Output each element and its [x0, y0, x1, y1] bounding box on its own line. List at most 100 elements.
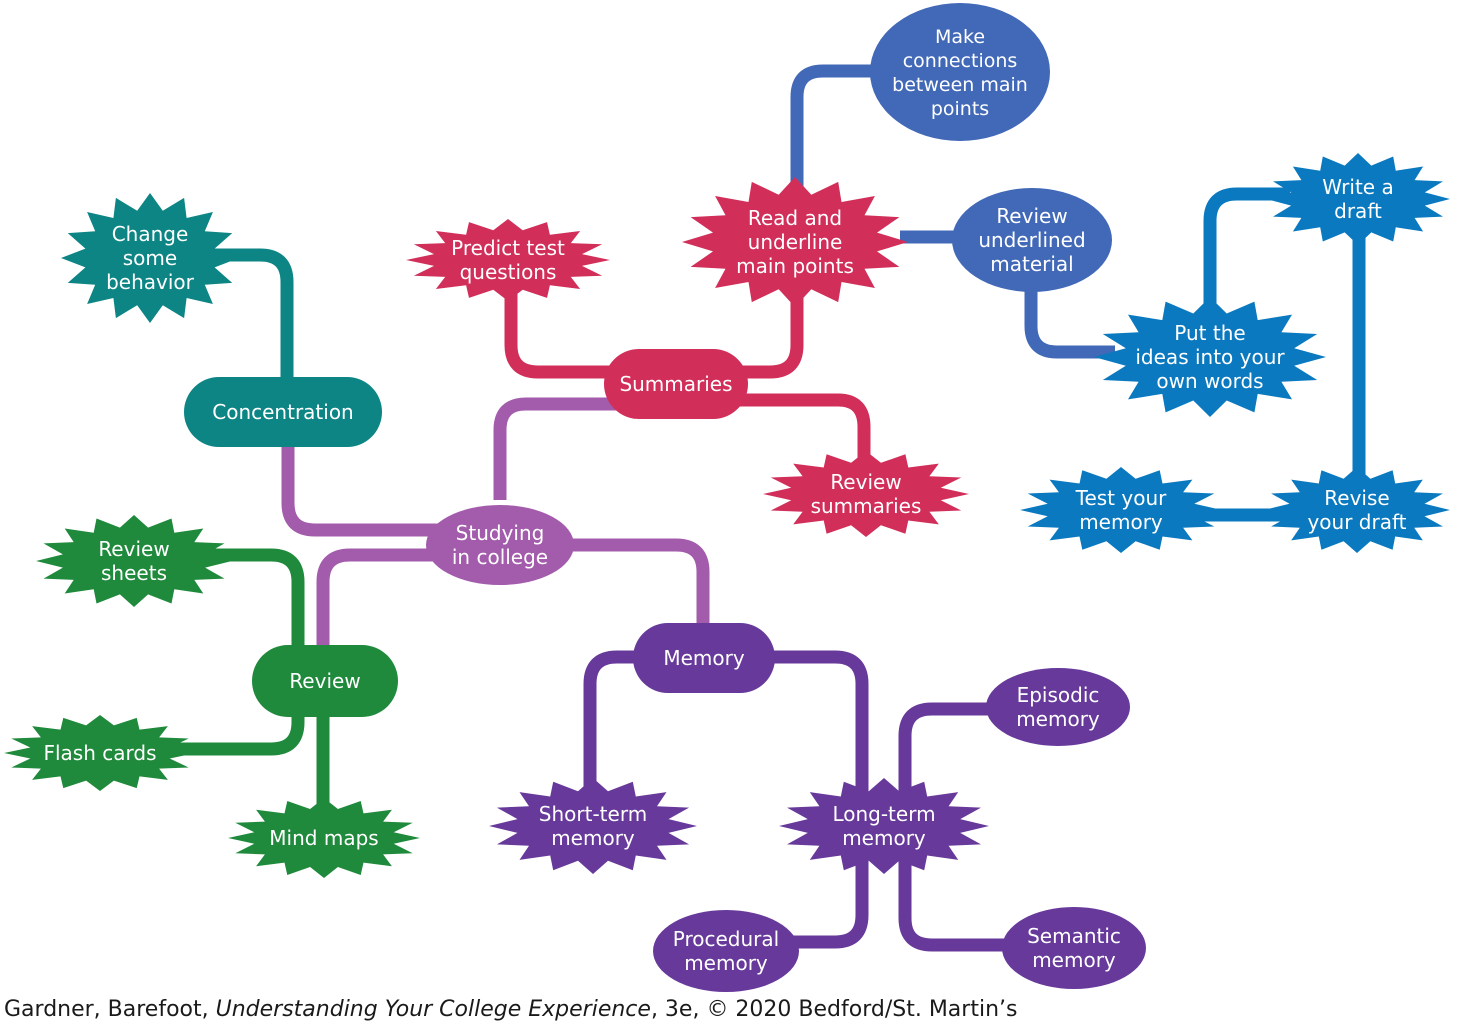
connector-review-underlined-to-put-ideas	[1024, 288, 1115, 359]
node-label-put-ideas-line-1: Put the	[1174, 321, 1245, 345]
node-flash-cards: Flash cards	[4, 715, 196, 791]
node-shape-procedural	[653, 910, 799, 992]
node-shape-summaries	[604, 349, 748, 419]
node-label-put-ideas-line-2: ideas into your	[1135, 345, 1285, 369]
node-shape-make-connections	[870, 3, 1050, 141]
node-shape-semantic	[1002, 907, 1146, 989]
node-label-studying-line-1: Studying	[456, 521, 545, 545]
node-review: Review	[252, 645, 398, 717]
credit-authors: Gardner, Barefoot,	[4, 997, 216, 1022]
node-memory: Memory	[633, 623, 775, 693]
node-mind-maps: Mind maps	[228, 798, 420, 878]
node-label-review-line-1: Review	[289, 669, 360, 693]
node-label-read-line-1: Read and	[748, 206, 842, 230]
credit-line: Gardner, Barefoot, Understanding Your Co…	[4, 997, 1017, 1022]
node-shape-episodic	[986, 668, 1130, 746]
node-label-short-term-line-2: memory	[551, 826, 635, 850]
node-shape-write-draft	[1266, 153, 1450, 245]
node-label-change-behavior-line-1: Change	[112, 222, 189, 246]
node-label-review-underlined-line-2: underlined	[978, 228, 1085, 252]
node-shape-short-term	[489, 778, 697, 874]
node-label-predict-line-2: questions	[460, 260, 557, 284]
node-label-semantic-line-2: memory	[1032, 948, 1116, 972]
node-shape-long-term	[779, 778, 989, 874]
node-shape-change-behavior	[61, 193, 239, 323]
node-label-review-summaries-line-2: summaries	[811, 494, 922, 518]
node-label-make-connections-line-3: between main	[892, 74, 1028, 96]
node-shape-review-underlined	[952, 188, 1112, 292]
connector-summaries-to-review-summaries	[738, 393, 871, 470]
node-label-episodic-line-1: Episodic	[1017, 683, 1100, 707]
node-label-episodic-line-2: memory	[1016, 707, 1100, 731]
node-shape-put-ideas	[1094, 297, 1326, 417]
credit-book-title: Understanding Your College Experience	[215, 997, 651, 1022]
node-label-revise-draft-line-1: Revise	[1324, 486, 1389, 510]
connector-long-term-to-episodic	[898, 702, 995, 800]
node-shape-review-sheets	[36, 515, 232, 607]
node-shape-revise-draft	[1264, 467, 1450, 553]
node-label-long-term-line-2: memory	[842, 826, 926, 850]
credit-edition-publisher: , 3e, © 2020 Bedford/St. Martin’s	[650, 997, 1018, 1022]
node-label-long-term-line-1: Long-term	[832, 802, 935, 826]
node-label-make-connections-line-1: Make	[935, 26, 985, 48]
connector-studying-to-review	[316, 548, 440, 650]
connector-put-ideas-to-write-draft	[1203, 187, 1290, 315]
node-label-semantic-line-1: Semantic	[1027, 924, 1121, 948]
connector-studying-to-summaries	[493, 397, 620, 500]
node-label-procedural-line-2: memory	[684, 951, 768, 975]
connector-review-to-review-sheets	[200, 548, 305, 656]
node-label-mind-maps-line-1: Mind maps	[269, 826, 378, 850]
connector-memory-to-short-term	[583, 650, 640, 810]
node-label-summaries-line-1: Summaries	[619, 372, 732, 396]
node-label-write-draft-line-2: draft	[1334, 199, 1382, 223]
node-label-change-behavior-line-3: behavior	[106, 270, 195, 294]
node-shape-review	[252, 645, 398, 717]
node-label-read-line-3: main points	[736, 254, 854, 278]
connector-summaries-to-predict	[504, 290, 610, 379]
node-label-change-behavior-line-2: some	[123, 246, 177, 270]
node-shape-review-summaries	[763, 451, 969, 537]
connector-read-to-make-connections	[790, 64, 890, 190]
node-label-test-memory-line-2: memory	[1079, 510, 1163, 534]
node-shape-test-memory	[1020, 467, 1222, 553]
node-label-concentration-line-1: Concentration	[212, 400, 353, 424]
node-label-make-connections-line-2: connections	[903, 50, 1018, 72]
node-shape-read	[682, 177, 908, 307]
node-label-predict-line-1: Predict test	[451, 236, 565, 260]
node-shape-studying	[426, 505, 574, 585]
connector-long-term-to-procedural	[790, 860, 869, 949]
node-label-read-line-2: underline	[748, 230, 843, 254]
node-label-review-sheets-line-1: Review	[98, 537, 169, 561]
connector-studying-to-memory	[566, 538, 710, 630]
connector-concentration-to-change-behavior	[200, 248, 294, 382]
node-label-memory-line-1: Memory	[663, 646, 745, 670]
connector-memory-to-long-term	[770, 650, 869, 810]
node-shape-predict	[406, 219, 610, 301]
node-label-procedural-line-1: Procedural	[673, 927, 779, 951]
connector-summaries-to-read	[740, 280, 804, 379]
node-label-flash-cards-line-1: Flash cards	[43, 741, 156, 765]
node-label-review-sheets-line-2: sheets	[101, 561, 167, 585]
node-label-review-summaries-line-1: Review	[830, 470, 901, 494]
node-label-revise-draft-line-2: your draft	[1307, 510, 1406, 534]
node-shape-mind-maps	[228, 798, 420, 878]
node-label-studying-line-2: in college	[452, 545, 548, 569]
node-label-make-connections-line-4: points	[931, 98, 989, 120]
node-shape-flash-cards	[4, 715, 196, 791]
node-label-test-memory-line-1: Test your	[1075, 486, 1167, 510]
